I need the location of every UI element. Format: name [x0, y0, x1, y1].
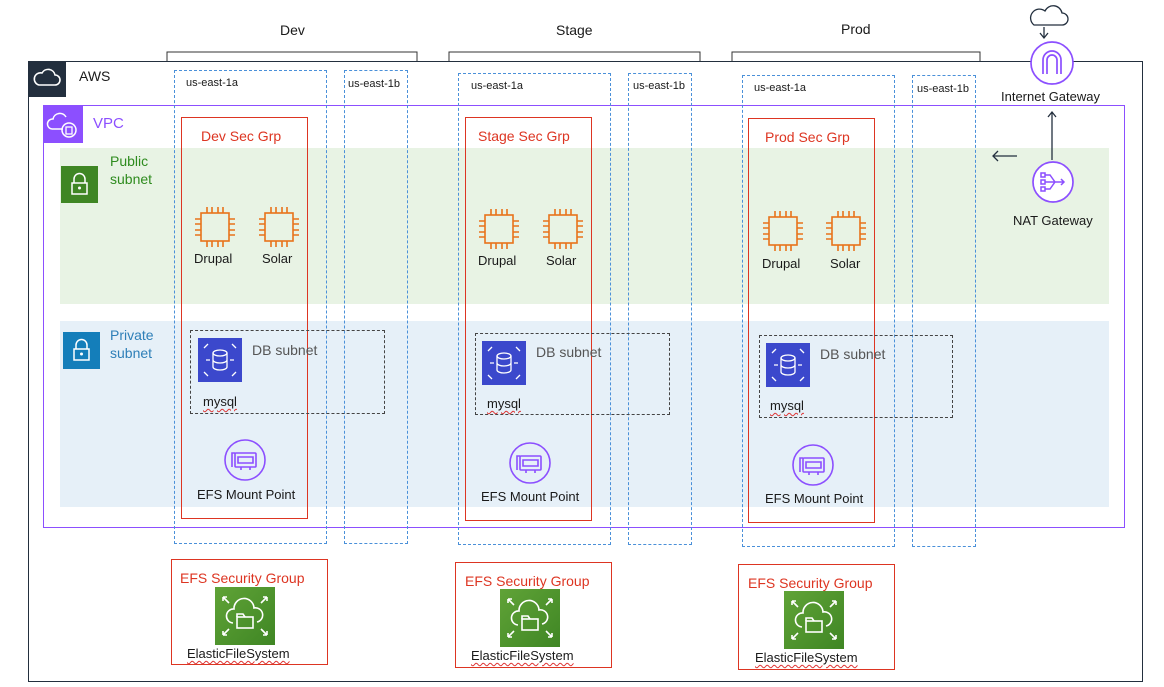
elastic-file-system-icon	[791, 600, 837, 640]
security-group-prod	[748, 118, 875, 523]
rds-badge	[198, 338, 242, 382]
ec2-instance-icon	[763, 211, 803, 251]
aws-badge	[28, 61, 66, 97]
security-group-dev	[181, 117, 308, 519]
lock-icon	[73, 338, 90, 361]
ec2-instance-icon	[826, 211, 866, 251]
efs-mount-point-label: EFS Mount Point	[197, 487, 296, 502]
az-b-stage	[628, 73, 692, 545]
bracket-prod	[731, 51, 981, 62]
db-subnet-label: DB subnet	[536, 344, 602, 360]
public-subnet-label-1: Public	[110, 153, 149, 169]
security-group-stage	[465, 117, 592, 521]
efs-security-group-dev	[171, 559, 328, 665]
efs-mount-point-icon	[224, 439, 266, 481]
elastic-file-system-icon	[507, 598, 553, 638]
az-b-label: us-east-1b	[633, 80, 685, 92]
private-subnet-badge	[63, 332, 100, 369]
aws-label: AWS	[79, 68, 111, 84]
efs-security-group-prod	[738, 564, 895, 670]
solar-label: Solar	[262, 251, 293, 266]
az-a-label: us-east-1a	[754, 82, 806, 94]
nat-gateway-label: NAT Gateway	[1013, 213, 1093, 228]
private-subnet-label-1: Private	[110, 327, 154, 343]
public-subnet-label-2: subnet	[110, 171, 153, 187]
internet-gateway-icon	[1030, 41, 1074, 85]
vpc-cloud-lock-icon	[46, 112, 77, 138]
db-subnet-label: DB subnet	[820, 346, 886, 362]
vpc-box	[43, 105, 1125, 528]
bracket-dev	[166, 51, 418, 62]
database-icon	[771, 348, 805, 382]
rds-badge	[766, 343, 810, 387]
az-b-dev	[344, 70, 408, 544]
env-label-stage: Stage	[556, 22, 593, 38]
vpc-badge	[43, 105, 83, 143]
efs-security-group-label: EFS Security Group	[748, 575, 873, 591]
az-a-label: us-east-1a	[186, 77, 238, 89]
efs-badge	[215, 587, 275, 645]
private-subnet-label-2: subnet	[110, 345, 153, 361]
efs-label: ElasticFileSystem	[755, 650, 858, 665]
mysql-label: mysql	[770, 398, 804, 413]
mysql-label: mysql	[487, 396, 521, 411]
public-subnet-badge	[61, 166, 98, 203]
db-subnet-label: DB subnet	[252, 342, 318, 358]
vpc-label: VPC	[93, 115, 124, 132]
az-a-label: us-east-1a	[471, 80, 523, 92]
env-label-prod: Prod	[841, 21, 871, 37]
az-b-label: us-east-1b	[917, 83, 969, 95]
rds-badge	[482, 341, 526, 385]
ec2-instance-icon	[195, 207, 235, 247]
ec2-instance-icon	[259, 207, 299, 247]
ec2-instance-icon	[479, 209, 519, 249]
internet-cloud-icon	[1030, 5, 1069, 26]
efs-badge	[500, 589, 560, 647]
efs-mount-point-icon	[509, 442, 551, 484]
az-b-prod	[912, 75, 976, 547]
security-group-label: Prod Sec Grp	[765, 129, 850, 145]
efs-security-group-label: EFS Security Group	[465, 573, 590, 589]
db-subnet-prod	[759, 335, 953, 418]
az-a-prod	[742, 75, 895, 547]
efs-security-group-stage	[455, 562, 612, 668]
efs-security-group-label: EFS Security Group	[180, 570, 305, 586]
aws-cloud	[28, 61, 1143, 682]
nat-gateway-icon	[1032, 161, 1074, 203]
solar-label: Solar	[546, 253, 577, 268]
az-b-label: us-east-1b	[348, 78, 400, 90]
drupal-label: Drupal	[762, 256, 801, 271]
public-subnet	[60, 148, 1109, 304]
solar-label: Solar	[830, 256, 861, 271]
az-a-dev	[174, 70, 327, 544]
database-icon	[203, 343, 237, 377]
ec2-instance-icon	[543, 209, 583, 249]
db-subnet-dev	[190, 330, 385, 414]
drupal-label: Drupal	[478, 253, 517, 268]
database-icon	[487, 346, 521, 380]
db-subnet-stage	[475, 333, 670, 415]
mysql-label: mysql	[203, 394, 237, 409]
efs-label: ElasticFileSystem	[471, 648, 574, 663]
env-brackets	[166, 51, 981, 62]
security-group-label: Dev Sec Grp	[201, 128, 282, 144]
efs-mount-point-label: EFS Mount Point	[481, 489, 580, 504]
cloud-icon	[33, 68, 61, 86]
efs-badge	[784, 591, 844, 649]
efs-mount-point-label: EFS Mount Point	[765, 491, 864, 506]
az-a-stage	[458, 73, 611, 545]
internet-gateway-label: Internet Gateway	[1001, 89, 1100, 104]
elastic-file-system-icon	[222, 596, 268, 636]
bracket-stage	[448, 51, 701, 62]
security-group-label: Stage Sec Grp	[478, 128, 570, 144]
efs-mount-point-icon	[792, 444, 834, 486]
drupal-label: Drupal	[194, 251, 233, 266]
lock-icon	[71, 172, 88, 195]
env-label-dev: Dev	[280, 22, 305, 38]
efs-label: ElasticFileSystem	[187, 646, 290, 661]
